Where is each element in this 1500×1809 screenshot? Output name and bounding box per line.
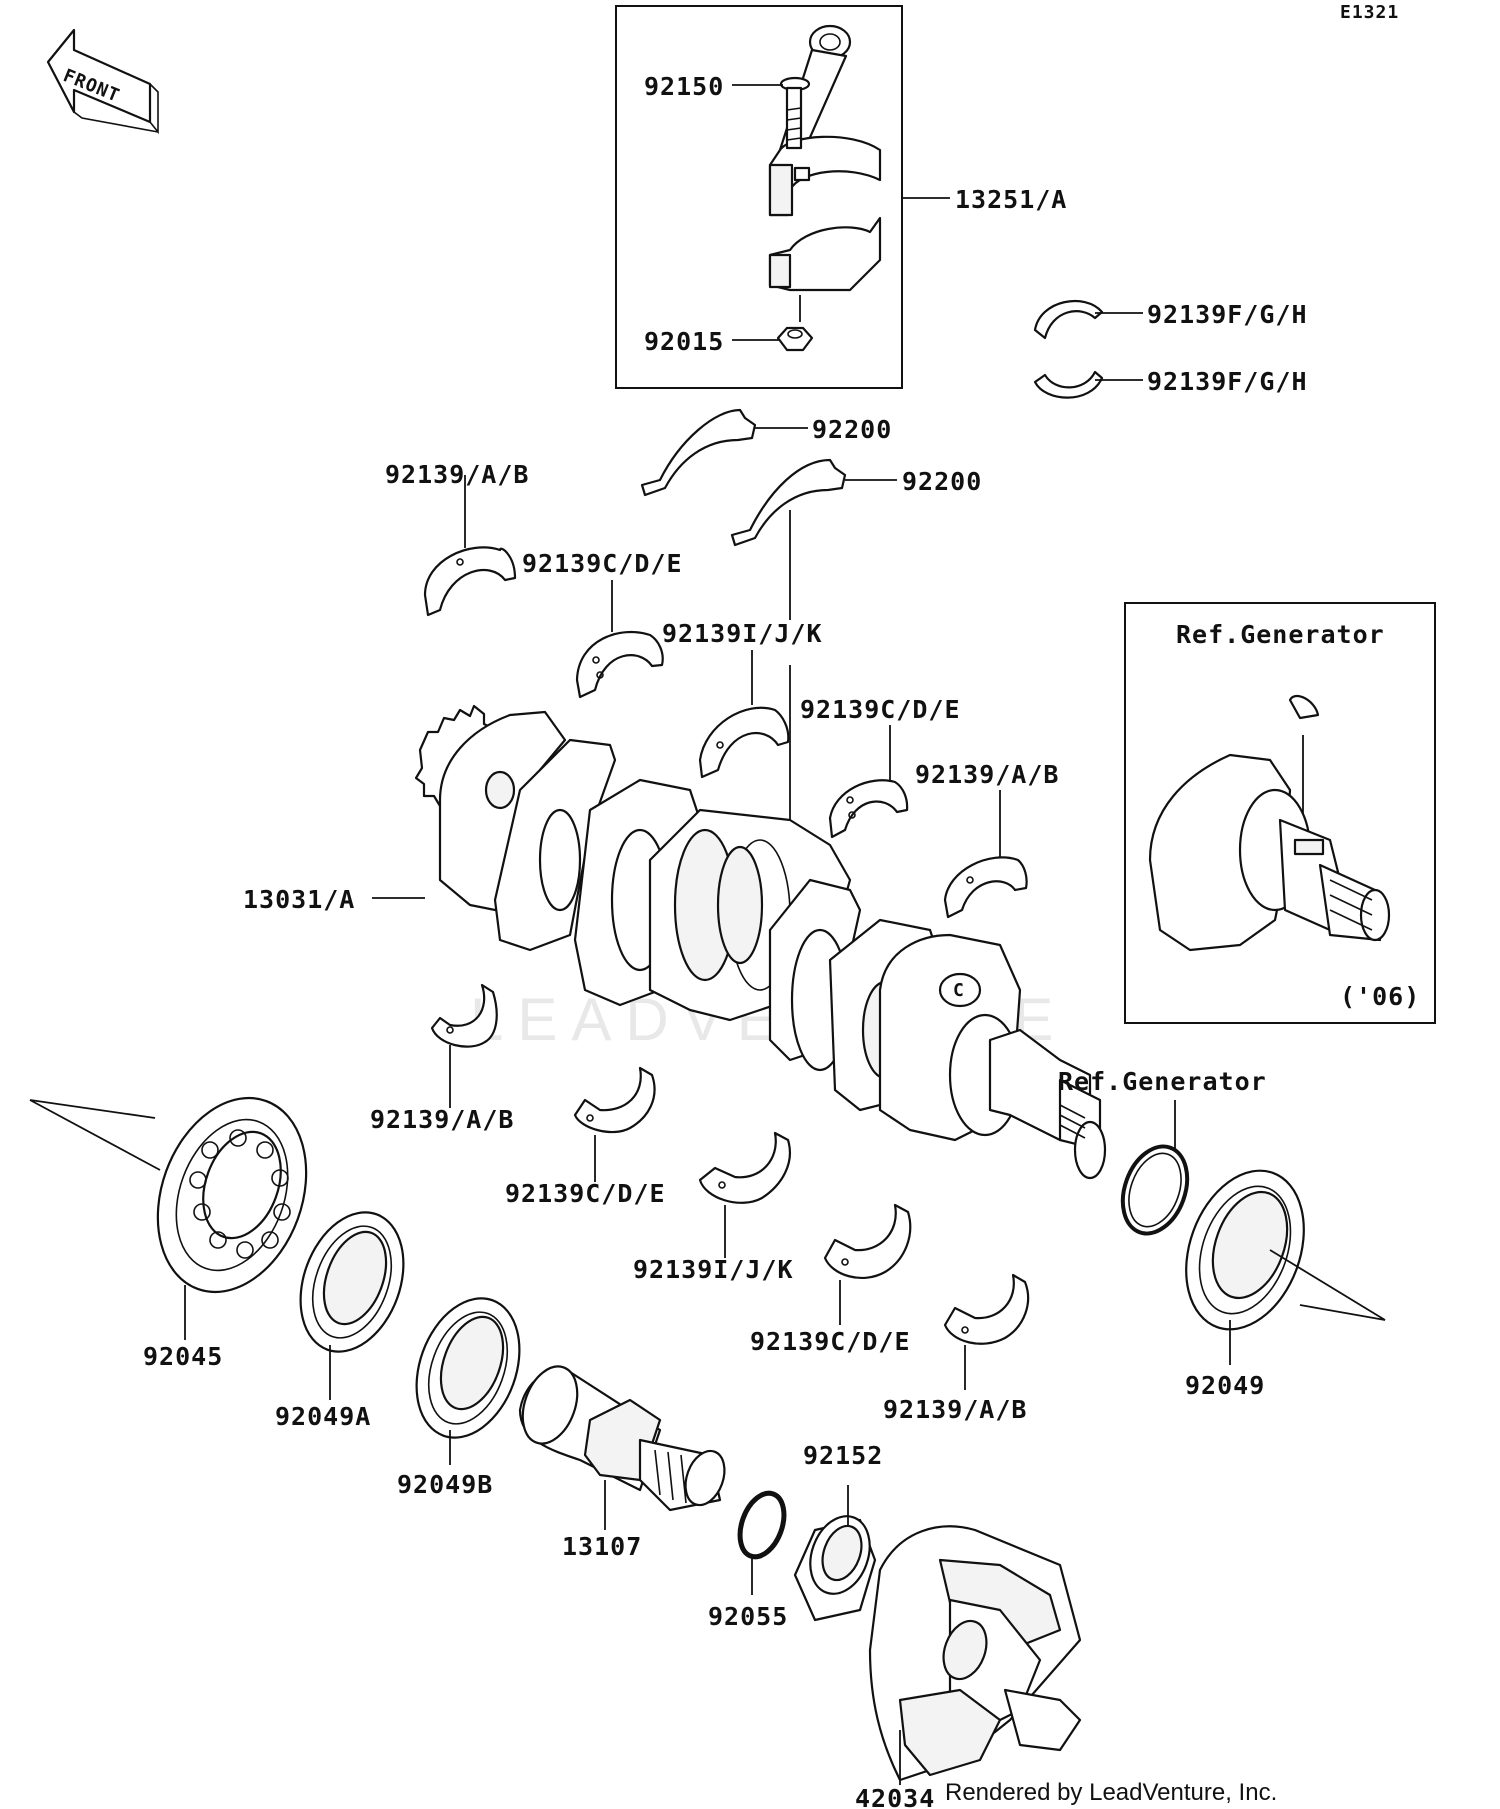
generator-ring <box>1120 1144 1190 1236</box>
label-13031A: 13031/A <box>243 885 355 914</box>
label-92139AB-mid: 92139/A/B <box>915 760 1059 789</box>
label-92139IJK-low: 92139I/J/K <box>633 1255 794 1284</box>
main-bearing-ab-low2 <box>943 1273 1030 1345</box>
ref-generator-label: Ref.Generator <box>1058 1067 1267 1096</box>
label-92015: 92015 <box>644 327 724 356</box>
label-92200-1: 92200 <box>812 415 892 444</box>
svg-text:C: C <box>953 980 965 1001</box>
thrust-washer-2 <box>730 458 847 547</box>
label-92139FGH-1: 92139F/G/H <box>1147 300 1308 329</box>
main-bearing-ijk-top <box>698 706 790 779</box>
inset-year-note: ('06) <box>1340 982 1420 1011</box>
label-42034: 42034 <box>855 1784 935 1809</box>
main-bearing-ab-mid <box>943 856 1028 919</box>
label-92150: 92150 <box>644 72 724 101</box>
label-13107: 13107 <box>562 1532 642 1561</box>
label-92139AB-low2: 92139/A/B <box>883 1395 1027 1424</box>
oil-seal <box>1185 1169 1305 1331</box>
diagram-code: E1321 <box>1340 2 1399 23</box>
label-92049: 92049 <box>1185 1371 1265 1400</box>
coupling <box>868 1525 1082 1782</box>
rod-bolt <box>779 76 811 150</box>
inset-ref-generator-label: Ref.Generator <box>1176 620 1385 649</box>
label-13251A: 13251/A <box>955 185 1067 214</box>
collar <box>793 1515 877 1622</box>
label-92152: 92152 <box>803 1441 883 1470</box>
label-92045: 92045 <box>143 1342 223 1371</box>
woodruff-key-icon <box>1288 694 1320 720</box>
label-92139FGH-2: 92139F/G/H <box>1147 367 1308 396</box>
label-92139CDE-low: 92139C/D/E <box>505 1179 666 1208</box>
label-92200-2: 92200 <box>902 467 982 496</box>
bearing-shell-fgh-1 <box>1033 299 1104 340</box>
coupling-shaft <box>518 1365 726 1512</box>
oil-seal-a <box>299 1211 405 1353</box>
main-bearing-cde-mid <box>828 779 909 839</box>
label-92055: 92055 <box>708 1602 788 1631</box>
label-92139AB-low: 92139/A/B <box>370 1105 514 1134</box>
roller-bearing <box>156 1096 308 1294</box>
credit-text: Rendered by LeadVenture, Inc. <box>945 1779 1277 1806</box>
crankshaft: C <box>414 704 1107 1180</box>
thrust-washer-1 <box>640 408 757 497</box>
main-bearing-cde-low2 <box>823 1203 912 1280</box>
generator-inset: Ref.Generator ('06) <box>1124 602 1436 1024</box>
rod-nut <box>776 326 814 352</box>
label-92139AB-top: 92139/A/B <box>385 460 529 489</box>
label-92049B: 92049B <box>397 1470 493 1499</box>
main-bearing-cde-top <box>575 630 664 699</box>
oil-seal-b <box>415 1297 521 1439</box>
main-bearing-ab-low <box>430 983 498 1048</box>
main-bearing-ijk-low <box>698 1131 791 1204</box>
label-92049A: 92049A <box>275 1402 371 1431</box>
front-arrow-icon: FRONT <box>46 28 159 135</box>
o-ring <box>737 1490 787 1560</box>
main-bearing-cde-low <box>573 1066 656 1134</box>
label-92139CDE-mid: 92139C/D/E <box>800 695 961 724</box>
connecting-rod-group-box <box>615 5 903 389</box>
bearing-shell-fgh-2 <box>1033 370 1104 399</box>
main-bearing-ab-top <box>423 546 517 617</box>
label-92139CDE-low2: 92139C/D/E <box>750 1327 911 1356</box>
label-92139CDE-top: 92139C/D/E <box>522 549 683 578</box>
connecting-rod-cap <box>768 216 882 292</box>
label-92139IJK-top: 92139I/J/K <box>662 619 823 648</box>
